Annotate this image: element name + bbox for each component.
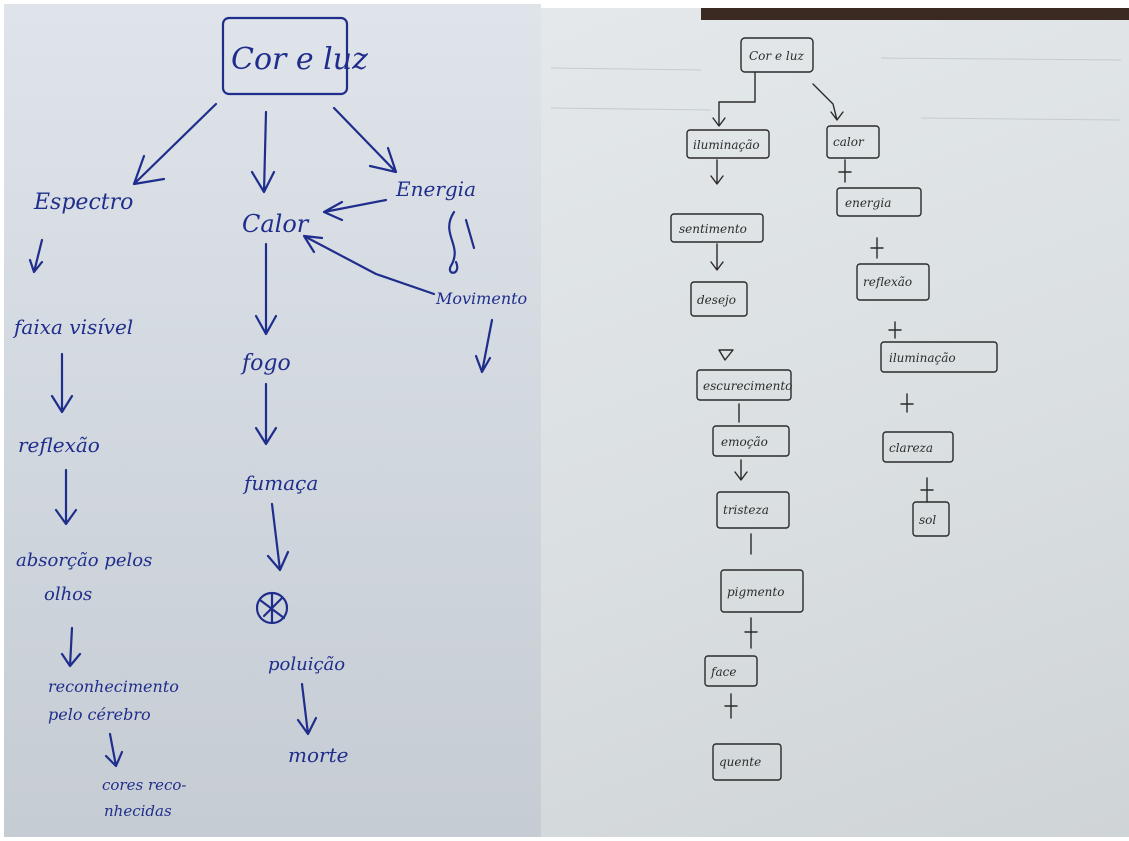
root-to-chain-a xyxy=(712,71,756,127)
chain-a-1: sentimento xyxy=(679,222,747,236)
arrow-movimento-calor xyxy=(302,234,436,296)
calor-chain-3: morte xyxy=(288,743,348,767)
calor-label: Calor xyxy=(242,210,310,238)
espectro-chain-6: cores reco- xyxy=(102,776,187,794)
arrow-to-calor xyxy=(250,110,276,194)
calor-chain-1: fumaça xyxy=(242,471,318,495)
arrow-to-espectro xyxy=(132,102,218,186)
arrow-c4 xyxy=(296,682,318,736)
chain-b-0: calor xyxy=(833,135,865,149)
arrow-energia-calor xyxy=(322,198,388,222)
arrow-e1 xyxy=(28,238,44,274)
chain-b-1: energia xyxy=(845,196,891,210)
chain-a-7: face xyxy=(710,665,736,679)
arrow-e5 xyxy=(104,732,124,768)
espectro-chain-7: nhecidas xyxy=(104,802,172,820)
right-concept-map: Cor e luz iluminação sentimento desejo e… xyxy=(550,37,1122,781)
left-photo: Cor e luz Espectro Calor Energia Movimen… xyxy=(4,4,541,837)
left-concept-map: Cor e luz Espectro Calor Energia Movimen… xyxy=(12,16,527,820)
root-box xyxy=(221,16,349,96)
root-to-chain-b xyxy=(812,83,844,121)
root-label: Cor e luz xyxy=(231,42,368,77)
espectro-chain-3: olhos xyxy=(44,584,92,605)
chain-a-2: desejo xyxy=(697,293,736,307)
chain-a-0: iluminação xyxy=(693,138,760,152)
chain-b-3: iluminação xyxy=(889,351,956,365)
arrow-c3 xyxy=(266,502,290,572)
chain-b: calor energia reflexão iluminação clarez… xyxy=(826,125,998,537)
right-photo: Cor e luz iluminação sentimento desejo e… xyxy=(541,8,1129,837)
energia-movimento-link xyxy=(448,210,476,274)
espectro-chain-5: pelo cérebro xyxy=(48,705,151,724)
movimento-label: Movimento xyxy=(435,289,527,308)
chain-a-5: tristeza xyxy=(723,503,769,517)
chain-a: iluminação sentimento desejo escurecimen… xyxy=(670,129,804,781)
espectro-label: Espectro xyxy=(33,190,133,215)
chain-a-3: escurecimento xyxy=(703,379,792,393)
espectro-chain-2: absorção pelos xyxy=(16,550,152,571)
chain-b-4: clareza xyxy=(889,441,933,455)
arrow-c2 xyxy=(254,382,278,446)
calor-chain-0: fogo xyxy=(240,351,291,376)
chain-a-4: emoção xyxy=(721,435,768,449)
chain-b-2: reflexão xyxy=(863,275,912,289)
right-root-box xyxy=(740,37,814,73)
photo-edge xyxy=(701,8,1129,20)
chain-b-5: sol xyxy=(919,513,936,527)
scribble-fill xyxy=(258,592,286,624)
espectro-chain-0: faixa visível xyxy=(12,315,133,339)
arrow-to-energia xyxy=(332,106,398,174)
calor-chain-2: poluição xyxy=(268,654,345,675)
arrow-e3 xyxy=(54,468,78,526)
arrow-e4 xyxy=(60,626,82,668)
chain-a-8: quente xyxy=(719,755,761,769)
arrow-from-movimento xyxy=(474,318,494,374)
right-root-label: Cor e luz xyxy=(749,49,804,63)
chain-a-6: pigmento xyxy=(727,585,784,599)
energia-label: Energia xyxy=(395,177,476,201)
arrow-e2 xyxy=(50,352,74,414)
arrow-c1 xyxy=(254,242,278,336)
espectro-chain-4: reconhecimento xyxy=(48,677,179,696)
espectro-chain-1: reflexão xyxy=(18,433,100,457)
